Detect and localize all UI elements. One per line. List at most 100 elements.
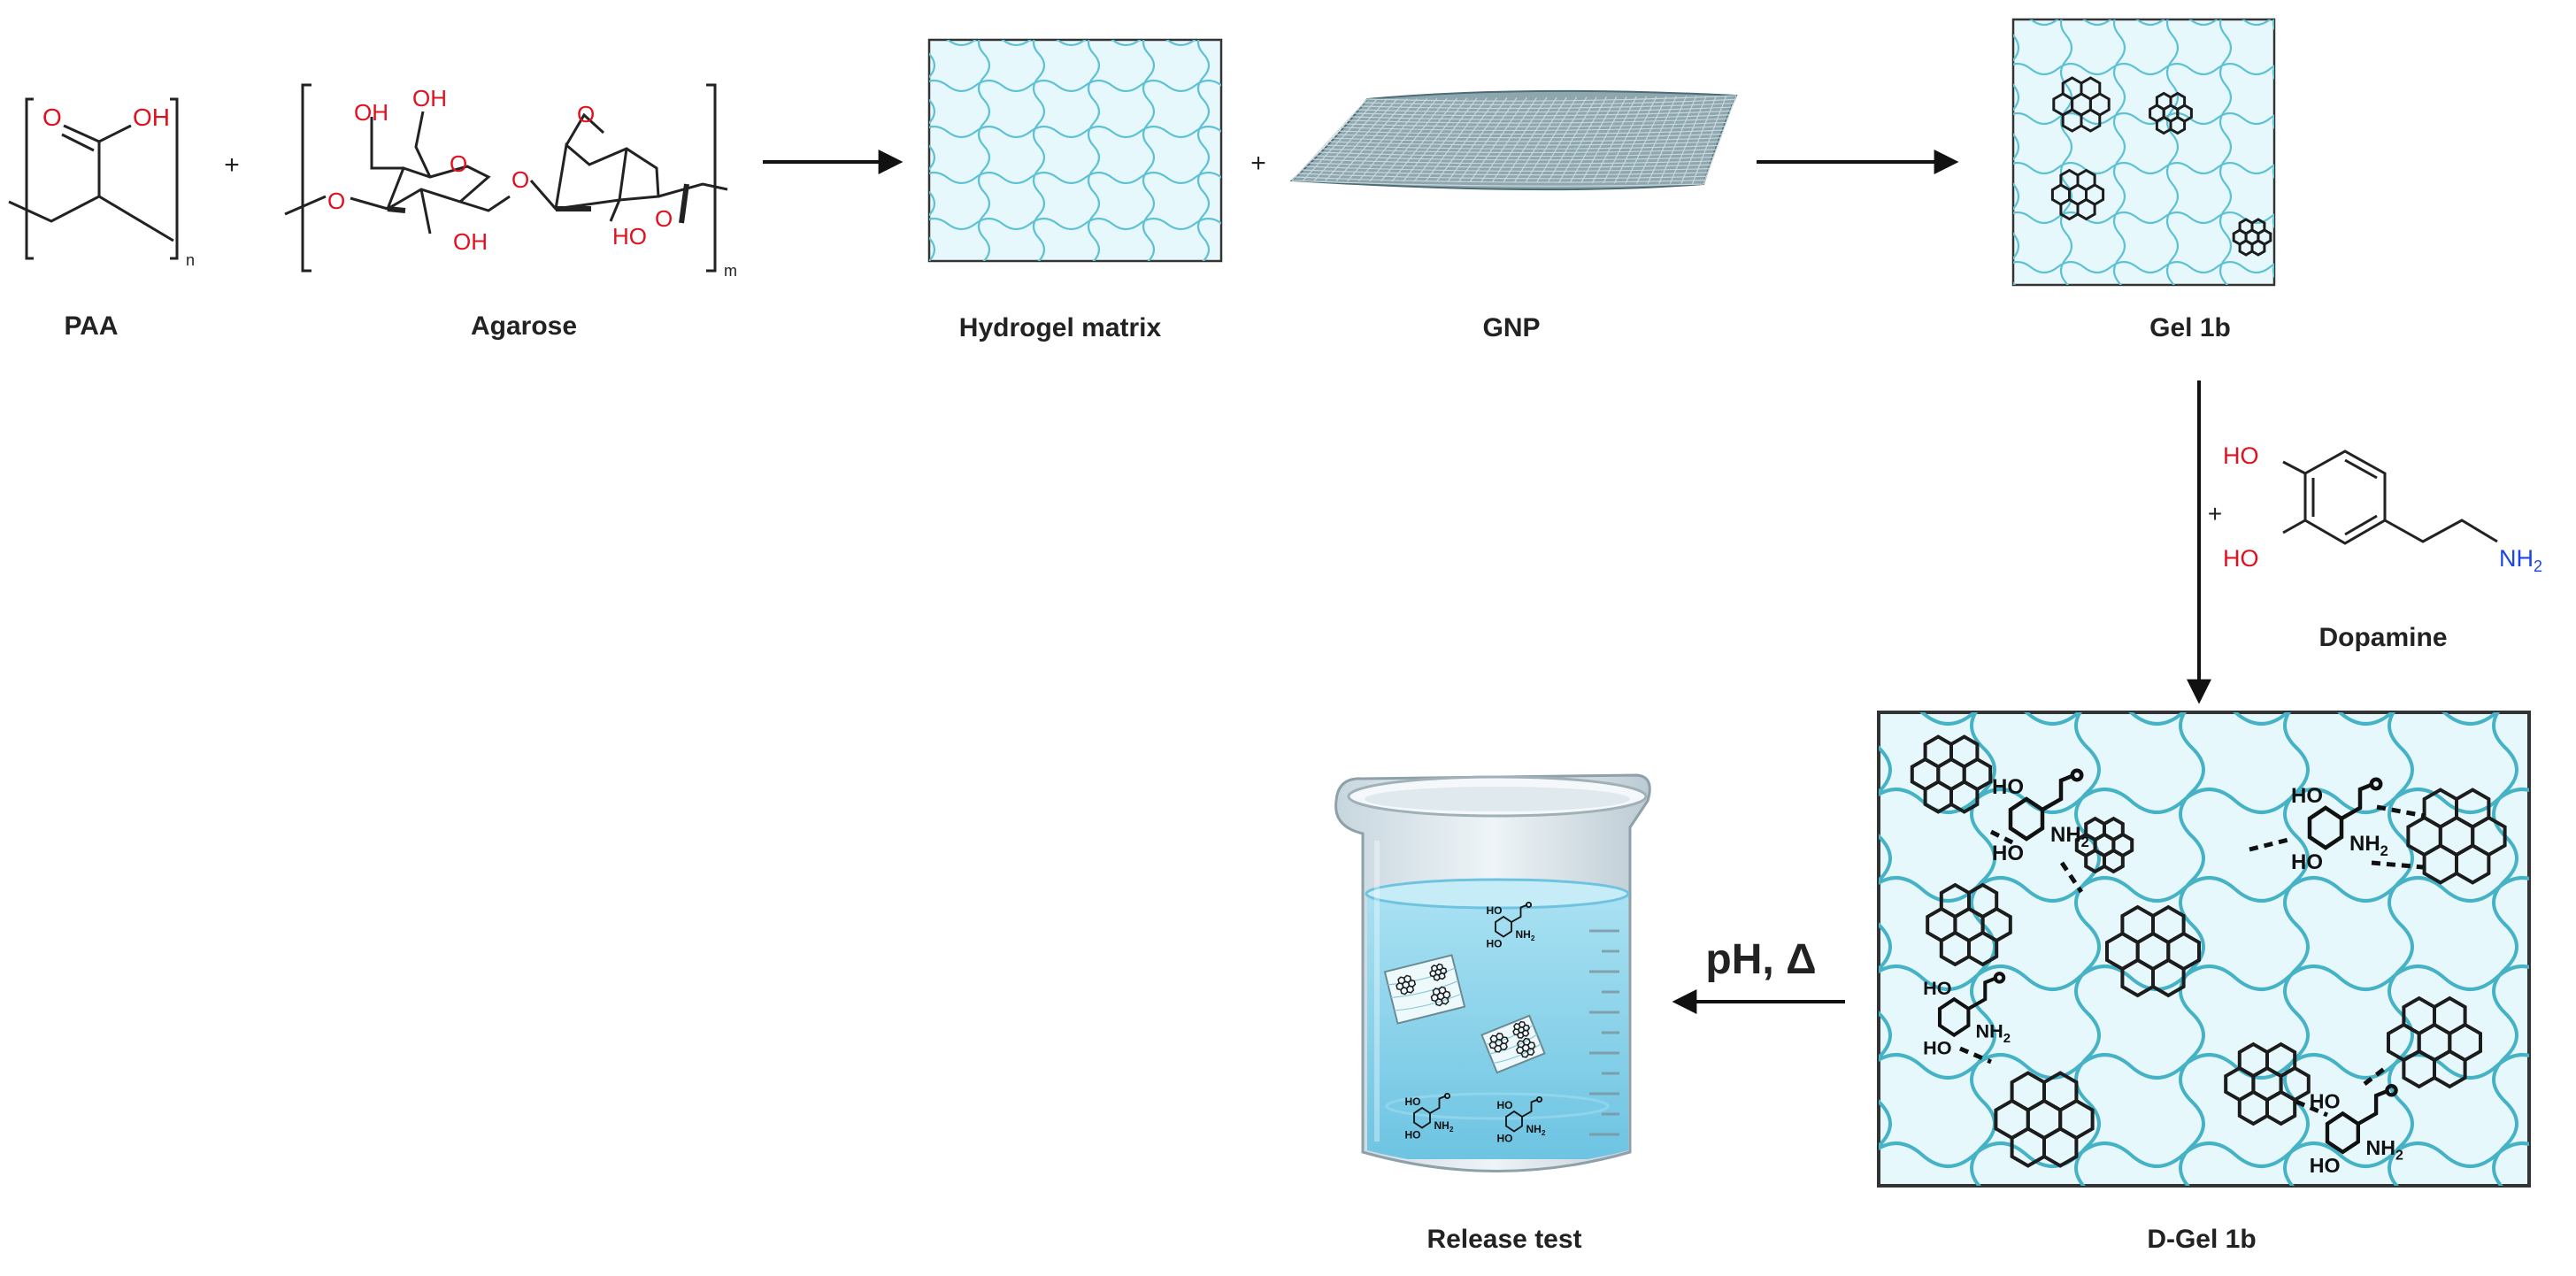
nh2-sub: 2 xyxy=(2380,843,2388,859)
gel-piece xyxy=(1383,954,1466,1025)
graphene-flake xyxy=(1926,882,2012,967)
nh2-sub: 2 xyxy=(1531,934,1535,942)
plus-2: + xyxy=(1250,149,1266,178)
dgel-interaction-dashes xyxy=(1959,804,2426,1118)
gnp-lattice-line xyxy=(1325,98,1398,181)
gnp-lattice-line xyxy=(1354,110,1731,117)
mesh-strand xyxy=(2013,161,2274,175)
plus-1: + xyxy=(224,150,240,180)
graphene-flake xyxy=(2387,995,2482,1089)
agarose-oh-3: OH xyxy=(453,228,488,255)
gnp-lattice-line xyxy=(1425,97,1488,182)
graphene-flake xyxy=(2406,788,2507,885)
dopamine-bonds xyxy=(1413,1095,1447,1129)
graphene-flake xyxy=(1512,1020,1531,1039)
mesh-strand xyxy=(2059,19,2073,285)
mesh-strand xyxy=(2013,260,2274,274)
graphene-ring xyxy=(2238,239,2254,257)
mesh-strand xyxy=(1970,712,1996,1186)
mesh-strand xyxy=(2013,62,2274,76)
gel-piece-mesh xyxy=(1391,980,1459,999)
graphene-flake xyxy=(2050,168,2105,221)
nh2-main: NH xyxy=(2050,823,2081,847)
dopamine-ho: HO xyxy=(1487,938,1503,950)
mesh-strand xyxy=(920,265,1250,275)
dopamine-nh2: NH2 xyxy=(2050,823,2089,850)
graphene-ring xyxy=(2059,168,2080,192)
graphene-ring xyxy=(2238,218,2254,235)
graphene-ring xyxy=(2061,108,2083,133)
dopamine-ho: HO xyxy=(1992,775,2024,799)
dopamine-bonds xyxy=(1495,903,1528,938)
dopamine-glyph: HO HO NH2 xyxy=(1992,768,2089,865)
agarose-o-3: O xyxy=(511,166,529,193)
agarose-structure xyxy=(284,83,728,273)
dopamine-ho: HO xyxy=(1497,1133,1513,1145)
nh2-main: NH xyxy=(1434,1119,1449,1132)
dopamine-ho: HO xyxy=(1923,1036,1951,1058)
dopamine-ho: HO xyxy=(1405,1129,1421,1141)
gnp-lattice-line xyxy=(1341,126,1726,132)
paa-oh-label: OH xyxy=(133,104,170,131)
dopamine-bonds xyxy=(1937,976,1998,1038)
gnp-lattice-line xyxy=(1691,95,1727,185)
graphene-ring xyxy=(1493,1044,1503,1053)
dopamine-ho: HO xyxy=(2291,784,2323,808)
graphene-ring xyxy=(2120,904,2155,945)
gnp-lattice-line xyxy=(1364,98,1735,105)
graphene-ring xyxy=(1433,973,1441,981)
gel1b-box xyxy=(2011,18,2276,287)
graphene-ring xyxy=(2402,995,2436,1036)
beaker xyxy=(1334,773,1651,1172)
plus-3: + xyxy=(2208,500,2222,527)
interaction-dash xyxy=(2363,1065,2389,1086)
gnp-lattice-line xyxy=(1658,96,1697,184)
dopamine-nh2: NH2 xyxy=(1526,1123,1546,1137)
gnp-lattice-line xyxy=(1535,96,1588,183)
gnp-lattice-line xyxy=(1347,118,1728,124)
gnp-lattice-line xyxy=(1458,97,1518,182)
graphene-flake xyxy=(1488,1032,1509,1053)
dopamine-bonds xyxy=(2325,1088,2390,1155)
mesh-strand xyxy=(1955,11,1965,308)
mesh-strand xyxy=(2179,712,2205,1186)
graphene-ring xyxy=(1432,988,1441,996)
graphene-ring xyxy=(2155,91,2172,111)
mesh-strand xyxy=(2112,19,2126,285)
dopamine-nh2: NH2 xyxy=(1516,928,1535,942)
graphene-ring xyxy=(1923,780,1953,814)
graphene-flake xyxy=(2232,218,2272,257)
graphene-ring xyxy=(1520,1049,1530,1058)
agarose-ho: HO xyxy=(612,223,647,250)
graphene-ring xyxy=(2084,816,2106,842)
mesh-strand xyxy=(977,40,991,261)
interaction-dash xyxy=(2371,860,2424,870)
dopamine-ho: HO xyxy=(1992,842,2024,865)
paa-n-subscript: n xyxy=(186,251,195,269)
graphene-flake xyxy=(2105,904,2201,998)
dopamine-bonds xyxy=(2307,781,2374,850)
graphene-ring xyxy=(2010,1071,2046,1112)
dgel-graphene-flakes xyxy=(1910,734,2507,1168)
agarose-label: Agarose xyxy=(471,311,577,341)
dopamine-nh2: NH2 xyxy=(1976,1019,2011,1045)
graphene-flake xyxy=(1994,1071,2095,1168)
mesh-strand xyxy=(1142,40,1156,261)
gnp-lattice-line xyxy=(1480,96,1538,183)
graphene-ring xyxy=(2061,76,2083,101)
gnp-lattice-line xyxy=(1603,96,1648,184)
dopamine-ho-2: HO xyxy=(2223,545,2259,572)
gel-piece-mesh xyxy=(1388,967,1456,986)
gel1b-label: Gel 1b xyxy=(2149,313,2231,342)
graphene-ring xyxy=(1939,882,1971,919)
mesh-strand xyxy=(2165,19,2180,285)
mesh-strand xyxy=(929,171,1221,185)
gel-piece xyxy=(1480,1014,1546,1074)
gnp-lattice-line xyxy=(1613,96,1657,184)
